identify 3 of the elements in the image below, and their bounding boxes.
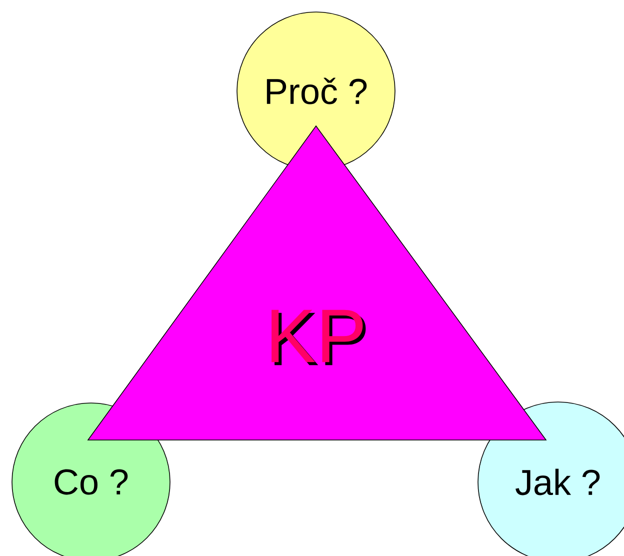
circle-node: Proč ?: [236, 12, 396, 170]
circle-node: Jak ?: [478, 402, 624, 556]
circle-node: Co ?: [12, 402, 170, 556]
